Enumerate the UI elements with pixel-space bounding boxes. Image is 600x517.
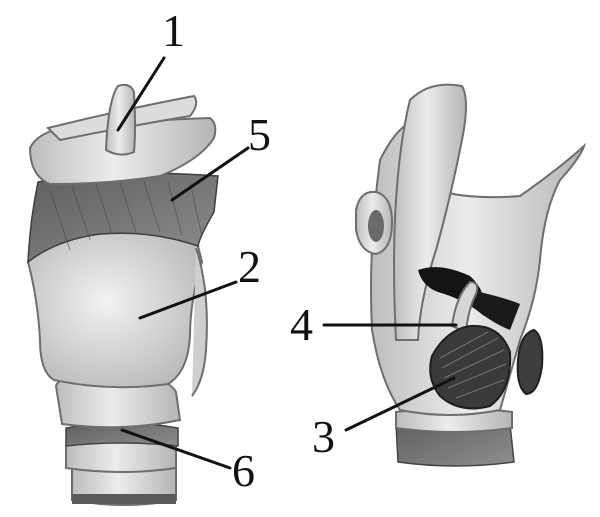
label-2: 2 [238,241,261,292]
leader-6 [120,428,232,470]
number-labels: 1 2 3 4 5 6 [162,5,335,496]
label-4: 4 [290,299,313,350]
left-larynx [26,83,219,506]
leader-lines [116,56,458,470]
posterior-cricoarytenoid-muscle [429,324,512,410]
posterior-gap [470,290,520,330]
thyroid-cartilage [26,230,204,389]
label-1: 1 [162,5,185,56]
leader-5 [170,146,250,202]
trachea-base-shadow [72,494,176,504]
muscle-fibers-left [49,181,203,251]
label-6: 6 [232,445,255,496]
muscle-fibers-right [439,331,507,399]
arytenoid-cartilage [450,280,479,334]
right-side-muscle [516,328,544,396]
right-larynx [355,83,587,467]
leader-2 [138,280,238,320]
leader-3 [344,376,456,432]
label-3: 3 [312,411,335,462]
label-5: 5 [248,109,271,160]
epiglottis-tip [104,83,136,156]
hyoid-curl-hole [368,210,384,242]
leader-1 [116,56,166,132]
thyroid-lamina-edge [191,247,208,397]
